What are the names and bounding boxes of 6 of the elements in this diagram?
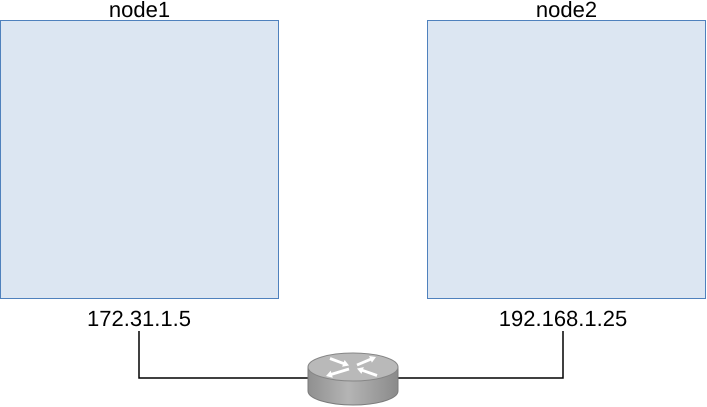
node-title: node2 [536, 0, 598, 20]
ip-address-label: 172.31.1.5 [87, 307, 191, 331]
node-title: node1 [108, 0, 170, 20]
connector-line [398, 331, 564, 379]
connector-line [138, 331, 308, 379]
ip-address-label: 192.168.1.25 [498, 307, 628, 331]
